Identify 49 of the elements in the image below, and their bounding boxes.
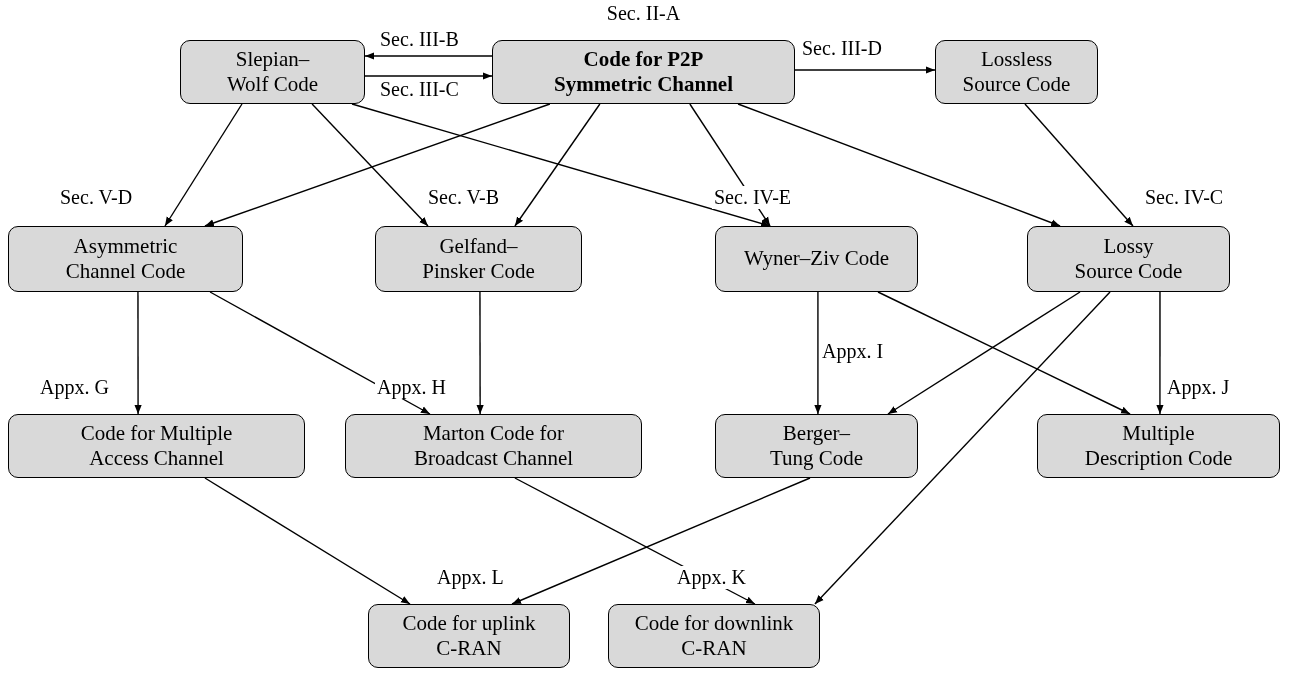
- arrow: [794, 66, 936, 74]
- arrow: [1024, 103, 1134, 227]
- code-box: [1027, 226, 1230, 292]
- code-box: [935, 40, 1098, 104]
- arrow: [164, 103, 243, 227]
- arrow: [814, 291, 1111, 605]
- code-box: [375, 226, 582, 292]
- arrow: [514, 103, 601, 227]
- code-box: [8, 226, 243, 292]
- arrow: [887, 291, 1081, 415]
- code-box: [608, 604, 820, 668]
- edge-label: Sec. III-D: [801, 37, 883, 60]
- box-title: Berger– Tung Code: [768, 420, 865, 472]
- box-title: Gelfand– Pinsker Code: [421, 233, 536, 285]
- box-title: Code for uplink C-RAN: [401, 610, 537, 662]
- box-title: Code for Multiple Access Channel: [79, 420, 234, 472]
- arrow: [737, 103, 1061, 227]
- arrow: [877, 291, 1131, 415]
- code-box: [715, 226, 918, 292]
- code-box: [180, 40, 365, 104]
- edge-label: Sec. III-B: [379, 28, 460, 51]
- box-title: Asymmetric Channel Code: [64, 233, 187, 285]
- arrow: [204, 477, 411, 605]
- box-title: Code for P2P Symmetric Channel: [552, 46, 735, 98]
- arrow: [364, 72, 493, 80]
- section-label: Appx. K: [675, 566, 748, 589]
- arrow: [204, 103, 551, 227]
- code-box: [1037, 414, 1280, 478]
- box-title: Code for downlink C-RAN: [634, 610, 794, 662]
- box-title: Lossless Source Code: [961, 46, 1072, 98]
- arrow: [511, 477, 811, 605]
- edge-label: Sec. III-C: [379, 78, 460, 101]
- arrow: [476, 291, 484, 415]
- code-box: [368, 604, 570, 668]
- box-title: Marton Code for Broadcast Channel: [412, 420, 575, 472]
- box-title: Slepian– Wolf Code: [225, 46, 319, 98]
- arrow: [814, 291, 822, 415]
- code-box: [345, 414, 642, 478]
- code-box: [492, 40, 795, 104]
- code-box: [715, 414, 918, 478]
- box-title: Lossy Source Code: [1073, 233, 1184, 285]
- arrow: [351, 103, 771, 227]
- box-title: Multiple Description Code: [1083, 420, 1234, 472]
- arrow: [311, 103, 429, 227]
- arrow: [1156, 291, 1164, 415]
- arrow: [364, 52, 493, 60]
- box-title: Wyner–Ziv Code: [743, 246, 890, 272]
- arrow: [134, 291, 142, 415]
- code-box: [8, 414, 305, 478]
